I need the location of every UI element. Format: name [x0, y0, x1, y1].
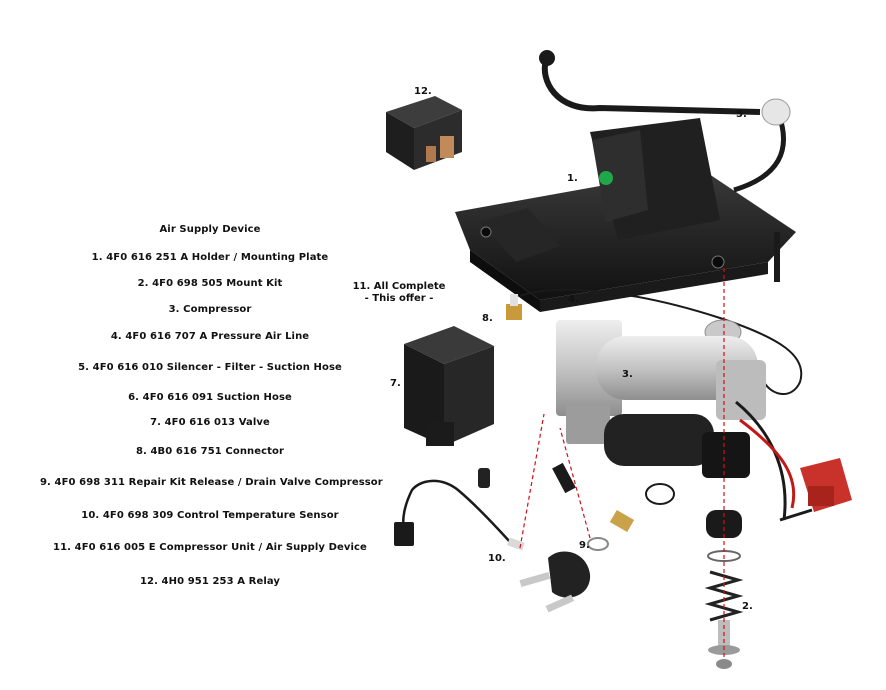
offer-note-line-1: 11. All Complete — [352, 281, 446, 292]
legend-item-9: 9. 4F0 698 311 Repair Kit Release / Drai… — [40, 477, 383, 488]
mounting-plate-part — [455, 118, 796, 312]
repair-kit-part — [519, 462, 675, 613]
legend-title: Air Supply Device — [159, 224, 261, 235]
callout-5: 5. — [736, 109, 747, 120]
legend-item-4: 4. 4F0 616 707 A Pressure Air Line — [110, 331, 310, 342]
callout-12: 12. — [414, 86, 432, 97]
legend-item-7: 7. 4F0 616 013 Valve — [150, 417, 270, 428]
legend-item-11: 11. 4F0 616 005 E Compressor Unit / Air … — [53, 542, 367, 553]
mount-kit-part — [704, 510, 744, 669]
callout-1: 1. — [567, 173, 578, 184]
legend-item-5: 5. 4F0 616 010 Silencer - Filter - Sucti… — [78, 362, 342, 373]
compressor-part — [556, 320, 852, 522]
legend-item-3: 3. Compressor — [168, 304, 252, 315]
relay-part — [386, 96, 462, 170]
connector-part — [506, 294, 522, 320]
callout-3: 3. — [622, 369, 633, 380]
callout-7: 7. — [390, 378, 401, 389]
legend-item-12: 12. 4H0 951 253 A Relay — [139, 576, 281, 587]
temperature-sensor-part — [394, 468, 525, 551]
legend-item-8: 8. 4B0 616 751 Connector — [135, 446, 285, 457]
valve-part — [404, 326, 494, 446]
legend-item-6: 6. 4F0 616 091 Suction Hose — [128, 392, 292, 403]
offer-note-line-2: - This offer - — [364, 293, 434, 304]
callout-2: 2. — [742, 601, 753, 612]
callout-9: 9. — [579, 540, 590, 551]
legend-item-2: 2. 4F0 698 505 Mount Kit — [137, 278, 283, 289]
legend-item-1: 1. 4F0 616 251 A Holder / Mounting Plate — [91, 252, 329, 263]
callout-4: 4. — [568, 294, 579, 305]
callout-8: 8. — [482, 313, 493, 324]
suction-hose-part — [539, 50, 791, 193]
callout-10: 10. — [488, 553, 506, 564]
assembly-guide-lines — [519, 268, 725, 660]
legend-item-10: 10. 4F0 698 309 Control Temperature Sens… — [81, 510, 339, 521]
offer-note: 11. All Complete - This offer - — [344, 281, 454, 305]
